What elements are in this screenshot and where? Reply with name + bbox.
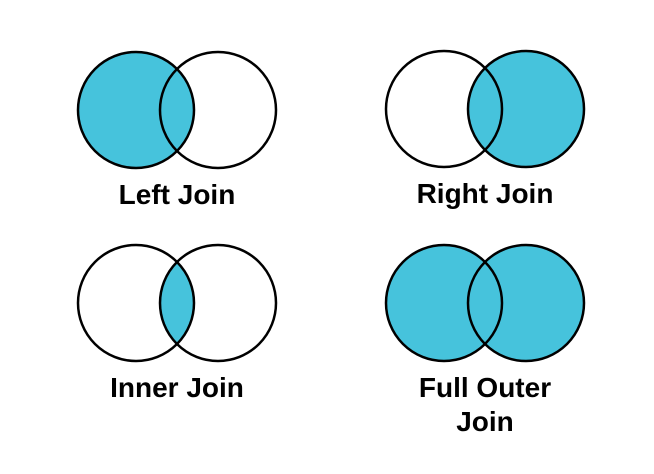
venn-full-outer-join: Full Outer Join [381, 241, 589, 439]
venn-right-join: Right Join [381, 47, 589, 211]
left-circle-outline [76, 243, 196, 363]
diagram-label-left-join: Left Join [118, 179, 236, 210]
left-circle-outline [384, 49, 504, 169]
right-circle-outline [158, 50, 278, 170]
right-circle-outline [466, 243, 586, 363]
venn-diagram-left-join [76, 50, 278, 170]
venn-diagram-full-outer-join [384, 243, 586, 363]
right-circle [468, 51, 584, 167]
left-circle [386, 245, 502, 361]
venn-left-join: Left Join [73, 48, 281, 212]
right-circle-outline [466, 49, 586, 169]
left-circle [386, 51, 502, 167]
venn-diagram-right-join [384, 49, 586, 169]
left-circle-outline [76, 50, 196, 170]
venn-diagram-inner-join [76, 243, 278, 363]
diagram-label-right-join: Right Join [416, 178, 554, 209]
venn-inner-join: Inner Join [73, 241, 281, 405]
left-circle [78, 245, 194, 361]
right-circle [160, 245, 276, 361]
left-circle [78, 52, 194, 168]
diagram-label-full-outer-join: Full Outer Join [418, 372, 552, 437]
right-circle [468, 245, 584, 361]
diagram-label-inner-join: Inner Join [110, 372, 244, 403]
left-circle-outline [384, 243, 504, 363]
right-circle-outline [158, 243, 278, 363]
right-circle [160, 52, 276, 168]
